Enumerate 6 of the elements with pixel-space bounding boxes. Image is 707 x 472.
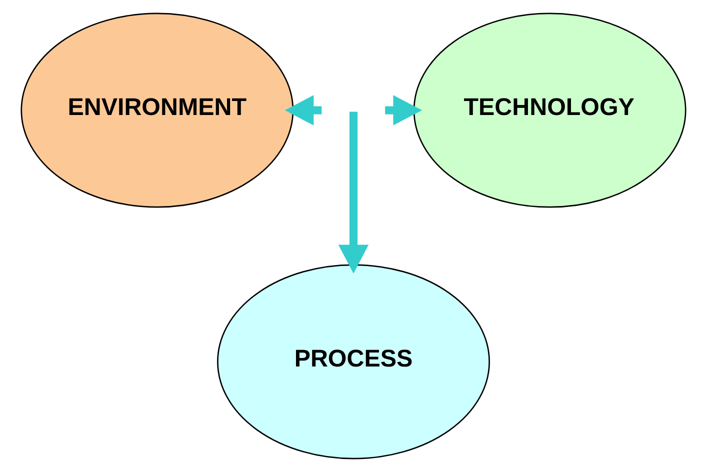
arrow bbox=[385, 95, 422, 126]
arrow bbox=[338, 112, 369, 274]
node-ellipse: TECHNOLOGY bbox=[413, 12, 686, 208]
node-ellipse: ENVIRONMENT bbox=[20, 12, 294, 208]
node-ellipse: PROCESS bbox=[217, 264, 490, 460]
arrow bbox=[284, 95, 322, 126]
